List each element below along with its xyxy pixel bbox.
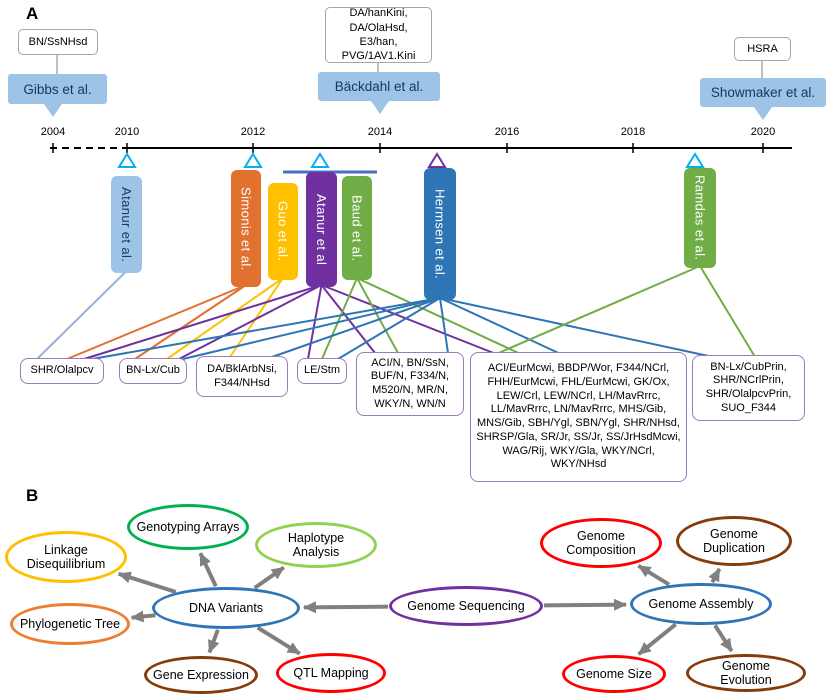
down-pointer-icon-showmaker <box>754 107 772 120</box>
down-pointer-icon-gibbs <box>44 104 62 117</box>
timeline-marker-icon-1 <box>243 152 263 168</box>
down-pointer-icon-backdahl <box>371 101 389 114</box>
node-qtl: QTL Mapping <box>276 653 386 693</box>
year-label-2014: 2014 <box>367 126 393 138</box>
arrow-dna_variants-to-linkage <box>117 571 177 594</box>
connection-atanur2013-bn_lx_cub <box>178 284 322 360</box>
connection-hermsen-le_stm <box>337 297 441 360</box>
node-duplication: Genome Duplication <box>676 516 792 566</box>
year-label-2018: 2018 <box>620 126 646 138</box>
timeline-marker-icon-3 <box>427 152 447 168</box>
arrow-assembly-to-duplication <box>708 568 722 584</box>
study-label-gibbs: Gibbs et al. <box>8 74 107 104</box>
study-hermsen: Hermsen et al. <box>424 168 456 300</box>
arrow-assembly-to-composition <box>637 564 671 587</box>
study-label-backdahl: Bäckdahl et al. <box>318 72 440 101</box>
arrow-assembly-to-size <box>637 622 677 656</box>
connection-hermsen-aci_group <box>439 297 449 354</box>
year-label-2012: 2012 <box>240 126 266 138</box>
node-dna_variants: DNA Variants <box>152 587 300 629</box>
connection-guo-bn_lx_cub <box>166 277 284 360</box>
connection-ramdas-prin_group <box>699 265 756 357</box>
node-sequencing: Genome Sequencing <box>389 586 543 626</box>
year-label-2016: 2016 <box>494 126 520 138</box>
study-atanur2013: Atanur et al <box>306 172 337 287</box>
arrow-dna_variants-to-phylo <box>130 610 156 623</box>
node-haplotype: Haplotype Analysis <box>255 522 377 568</box>
node-composition: Genome Composition <box>540 518 662 568</box>
connection-hermsen-bn_lx_cub <box>182 297 441 360</box>
arrow-dna_variants-to-qtl <box>256 625 301 656</box>
timeline-marker-icon-4 <box>685 152 705 168</box>
strains-da_f344: DA/BklArbNsi, F344/NHsd <box>196 356 288 397</box>
strain-callout-gibbs: BN/SsNHsd <box>18 29 98 55</box>
arrow-sequencing-to-dna_variants <box>302 601 389 614</box>
connection-atanur2013-big_list <box>321 284 494 354</box>
arrow-dna_variants-to-haplotype <box>253 565 285 590</box>
node-genotyping: Genotyping Arrays <box>127 504 249 550</box>
strains-bn_lx_cub: BN-Lx/Cub <box>119 358 187 384</box>
connection-baud-aci_group <box>356 277 399 354</box>
strains-aci_group: ACI/N, BN/SsN, BUF/N, F334/N, M520/N, MR… <box>356 352 464 416</box>
strains-le_stm: LE/Stm <box>297 358 347 384</box>
connection-atanur2013-le_stm <box>307 284 323 360</box>
node-phylo: Phylogenetic Tree <box>10 603 130 645</box>
node-size: Genome Size <box>562 655 666 693</box>
node-evolution: Genome Evolution <box>686 654 806 692</box>
study-ramdas: Ramdas et al. <box>684 168 716 268</box>
node-linkage: Linkage Disequilibrium <box>5 531 127 583</box>
connection-atanur2013-shr_olalpcv <box>83 284 322 360</box>
year-label-2010: 2010 <box>114 126 140 138</box>
arrow-sequencing-to-assembly <box>543 598 628 611</box>
connection-hermsen-big_list <box>439 297 559 354</box>
panel-a-label: A <box>26 4 39 23</box>
arrow-dna_variants-to-gene_expr <box>207 629 220 654</box>
strains-big_list: ACI/EurMcwi, BBDP/Wor, F344/NCrl, FHH/Eu… <box>470 352 687 482</box>
strains-shr_olalpcv: SHR/Olalpcv <box>20 358 104 384</box>
node-gene_expr: Gene Expression <box>144 656 258 694</box>
connection-atanur2010-shr_olalpcv <box>36 270 128 360</box>
strains-prin_group: BN-Lx/CubPrin, SHR/NCrlPrin, SHR/Olalpcv… <box>692 355 805 421</box>
study-baud: Baud et al. <box>342 176 372 280</box>
connection-hermsen-prin_group <box>439 297 709 357</box>
connection-simonis-bn_lx_cub <box>134 284 247 360</box>
connection-atanur2013-aci_group <box>320 284 376 354</box>
connection-baud-le_stm <box>321 277 358 360</box>
study-atanur2010: Atanur et al. <box>111 176 142 273</box>
connection-guo-da_f344 <box>229 277 284 358</box>
node-assembly: Genome Assembly <box>630 583 772 625</box>
connection-simonis-shr_olalpcv <box>66 284 247 360</box>
year-label-2004: 2004 <box>40 126 66 138</box>
study-label-showmaker: Showmaker et al. <box>700 78 826 107</box>
study-guo: Guo et al. <box>268 183 298 280</box>
strain-callout-showmaker: HSRA <box>734 37 791 61</box>
arrow-dna_variants-to-genotyping <box>198 552 218 588</box>
connection-hermsen-da_f344 <box>271 297 441 358</box>
year-label-2020: 2020 <box>750 126 776 138</box>
connection-hermsen-shr_olalpcv <box>91 297 441 360</box>
study-simonis: Simonis et al. <box>231 170 261 287</box>
connection-ramdas-big_list <box>498 265 701 354</box>
strain-callout-backdahl: DA/hanKini, DA/OlaHsd, E3/han, PVG/1AV1.… <box>325 7 432 63</box>
panel-b-label: B <box>26 486 39 505</box>
timeline-marker-icon-0 <box>117 152 137 168</box>
timeline-marker-icon-2 <box>310 152 330 168</box>
arrow-assembly-to-evolution <box>713 624 734 653</box>
